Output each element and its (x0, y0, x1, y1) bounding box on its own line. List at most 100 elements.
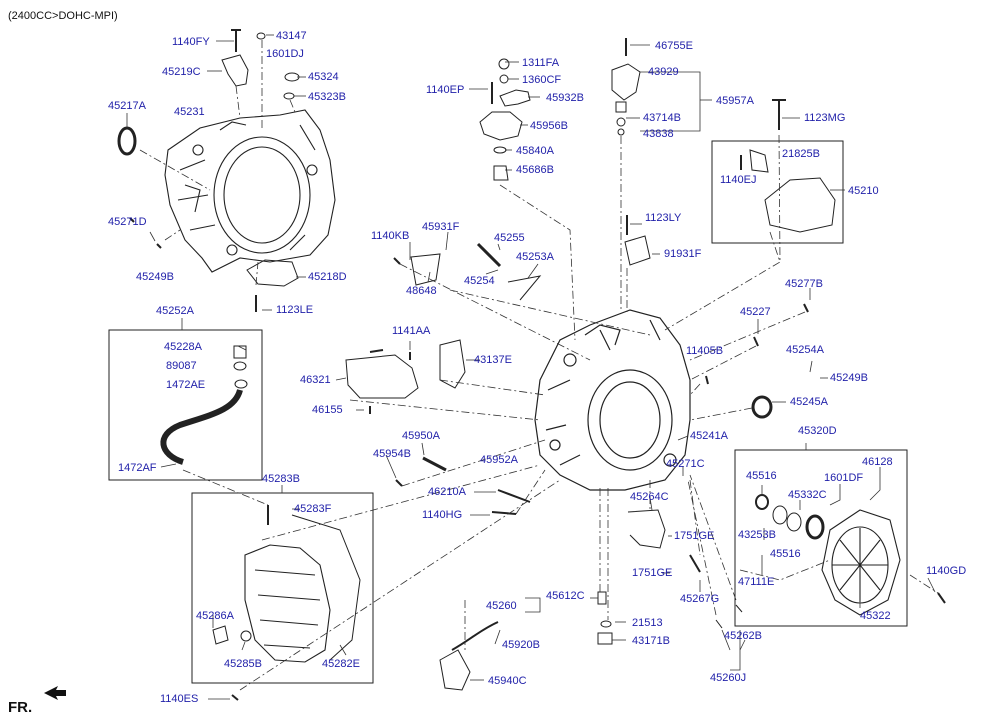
part-label[interactable]: 45210 (848, 185, 879, 197)
hose-drawing (160, 388, 243, 465)
bracket-45210-drawing (764, 177, 836, 233)
part-label[interactable]: 45260J (710, 672, 747, 684)
part-label[interactable]: 45516 (746, 470, 777, 482)
part-label[interactable]: 45254A (786, 344, 824, 356)
part-label[interactable]: 45322 (860, 610, 891, 622)
part-label[interactable]: 45252A (156, 305, 194, 317)
part-label[interactable]: 48648 (406, 285, 437, 297)
oil-pan-kit-box (191, 492, 374, 684)
part-label[interactable]: 1472AF (118, 462, 157, 474)
part-label[interactable]: 1601DJ (266, 48, 304, 60)
part-label[interactable]: 1123MG (804, 112, 846, 124)
part-label[interactable]: 45320D (798, 425, 837, 437)
part-label[interactable]: 45954B (373, 448, 411, 460)
part-label[interactable]: 45940C (488, 675, 527, 687)
part-label[interactable]: 45228A (164, 341, 202, 353)
part-label[interactable]: 45245A (790, 396, 828, 408)
part-label[interactable]: 1751GE (632, 567, 673, 579)
part-label[interactable]: 43714B (643, 112, 681, 124)
part-label[interactable]: 43171B (632, 635, 670, 647)
part-label[interactable]: 45262B (724, 630, 762, 642)
part-label[interactable]: 1140FY (172, 36, 210, 48)
part-label[interactable]: 45612C (546, 590, 585, 602)
part-label[interactable]: 45324 (308, 71, 339, 83)
part-label[interactable]: 45271D (108, 216, 147, 228)
part-label[interactable]: 45286A (196, 610, 234, 622)
part-label[interactable]: 21825B (782, 148, 820, 160)
part-label[interactable]: 45253A (516, 251, 554, 263)
part-label[interactable]: 1140GD (926, 565, 967, 577)
part-label[interactable]: 11405B (686, 345, 724, 357)
pipe-45264c-drawing (627, 509, 666, 549)
part-label[interactable]: 45231 (174, 106, 205, 118)
part-label[interactable]: 45283B (262, 473, 300, 485)
part-label[interactable]: 45254 (464, 275, 495, 287)
bracket-kit-box (711, 140, 844, 244)
part-label[interactable]: 46155 (312, 404, 343, 416)
part-label[interactable]: 1751GE (674, 530, 715, 542)
part-label[interactable]: 45260 (486, 600, 517, 612)
part-label[interactable]: 21513 (632, 617, 663, 629)
part-label[interactable]: 1140ES (160, 693, 199, 705)
part-label[interactable]: 45249B (136, 271, 174, 283)
part-label[interactable]: 45277B (785, 278, 823, 290)
part-label[interactable]: 46210A (428, 486, 466, 498)
baffle-43137e-drawing (439, 339, 466, 389)
plug-45324-drawing (284, 72, 300, 82)
part-label[interactable]: 43253B (738, 529, 776, 541)
part-label[interactable]: 46321 (300, 374, 331, 386)
part-label[interactable]: 91931F (664, 248, 702, 260)
part-label[interactable]: 45218D (308, 271, 347, 283)
part-label[interactable]: 45271C (666, 458, 705, 470)
part-label[interactable]: 89087 (166, 360, 197, 372)
part-label[interactable]: 43147 (276, 30, 307, 42)
sensor-45940c-drawing (439, 649, 471, 691)
part-label[interactable]: 43838 (643, 128, 674, 140)
part-label[interactable]: 45282E (322, 658, 360, 670)
part-label[interactable]: 45686B (516, 164, 554, 176)
part-label[interactable]: 45950A (402, 430, 440, 442)
part-label[interactable]: 46128 (862, 456, 893, 468)
front-arrow-icon (44, 686, 66, 700)
part-label[interactable]: 45920B (502, 639, 540, 651)
part-label[interactable]: 45957A (716, 95, 754, 107)
part-label[interactable]: 45285B (224, 658, 262, 670)
part-label[interactable]: 46755E (655, 40, 693, 52)
part-label[interactable]: 45283F (294, 503, 332, 515)
bracket-91931f-drawing (624, 235, 651, 266)
part-label[interactable]: 1140EP (426, 84, 465, 96)
part-label[interactable]: 1140EJ (720, 174, 757, 186)
rear-cover-kit-box (734, 449, 908, 627)
part-label[interactable]: 43929 (648, 66, 679, 78)
part-label[interactable]: 1311FA (522, 57, 560, 69)
front-direction-label: FR. (8, 699, 33, 716)
part-label[interactable]: 43137E (474, 354, 512, 366)
part-label[interactable]: 1141AA (392, 325, 431, 337)
part-label[interactable]: 45932B (546, 92, 584, 104)
part-label[interactable]: 45332C (788, 489, 827, 501)
part-label[interactable]: 47111E (738, 576, 775, 588)
part-label[interactable]: 45241A (690, 430, 728, 442)
part-label[interactable]: 45931F (422, 221, 460, 233)
part-label[interactable]: 1140KB (371, 230, 410, 242)
part-label[interactable]: 45267G (680, 593, 720, 605)
part-label[interactable]: 45227 (740, 306, 771, 318)
part-label[interactable]: 45255 (494, 232, 525, 244)
part-label[interactable]: 1140HG (422, 509, 463, 521)
oil-filter-drawing (345, 354, 419, 399)
part-label[interactable]: 45952A (480, 454, 518, 466)
part-label[interactable]: 1360CF (522, 74, 562, 86)
part-label[interactable]: 45840A (516, 145, 554, 157)
part-label[interactable]: 45219C (162, 66, 201, 78)
rear-cover-drawing (821, 509, 901, 616)
part-label[interactable]: 1123LY (645, 212, 682, 224)
part-label[interactable]: 45956B (530, 120, 568, 132)
part-label[interactable]: 45264C (630, 491, 669, 503)
part-label[interactable]: 1123LE (276, 304, 314, 316)
part-label[interactable]: 45323B (308, 91, 346, 103)
part-label[interactable]: 45516 (770, 548, 801, 560)
part-label[interactable]: 1472AE (166, 379, 206, 391)
part-label[interactable]: 45217A (108, 100, 146, 112)
part-label[interactable]: 45249B (830, 372, 868, 384)
part-label[interactable]: 1601DF (824, 472, 864, 484)
